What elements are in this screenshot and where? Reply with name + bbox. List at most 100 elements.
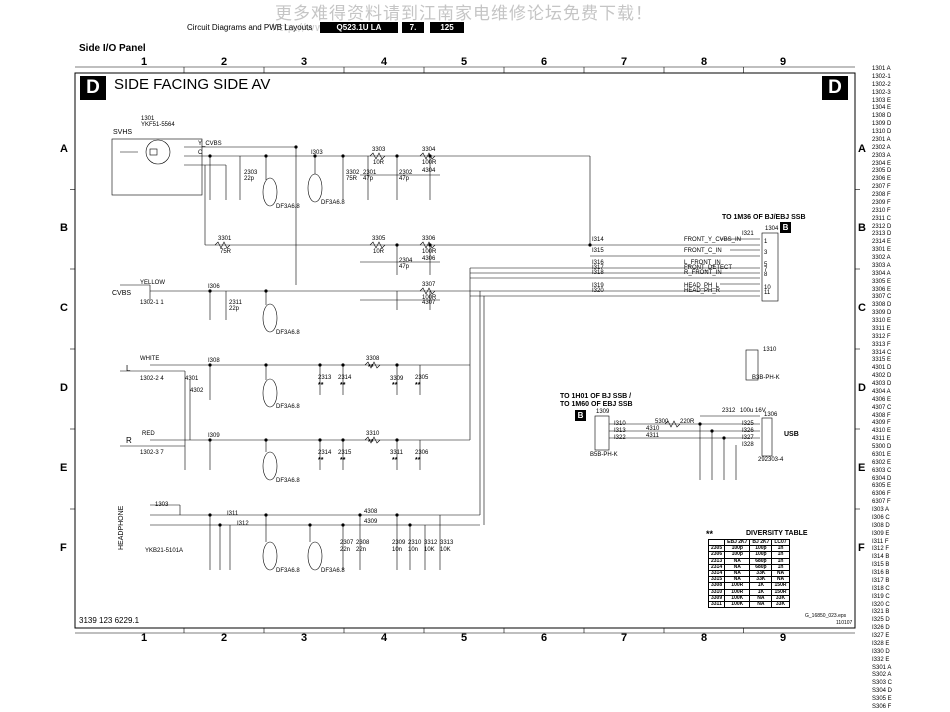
junction-dot [588, 243, 592, 247]
ssb-connector: 1304 [765, 226, 779, 232]
ref-item: 2302 A [872, 144, 891, 151]
diagram-title: SIDE FACING SIDE AV [114, 76, 271, 93]
ref-item: 2303 A [872, 152, 891, 159]
page-badge: 125 [430, 22, 464, 33]
c2302-label: 2302 [399, 170, 413, 176]
row-E-left: E [60, 462, 68, 474]
r3302-label: 3302 [346, 170, 360, 176]
r3305-value: 10R [373, 249, 385, 255]
headphone-part: YKB21-5101A [145, 548, 184, 554]
row-F-left: F [60, 542, 67, 554]
diode-label-7: DF3A6.8 [321, 568, 345, 574]
node-i325: I325 [742, 421, 754, 427]
table-cell: 100K [724, 601, 751, 609]
r3310-label: 3310 [366, 431, 380, 437]
c2310-label: 2310 [408, 540, 422, 546]
junction-dot [395, 363, 399, 367]
ref-item: 3314 C [872, 349, 892, 356]
c2312-value: 100u 16V [740, 408, 766, 414]
signal-id: I319 [592, 283, 604, 289]
c2312-label: 2312 [722, 408, 736, 414]
stars-4: ** [392, 382, 398, 389]
signal-id: I315 [592, 248, 604, 254]
conn-1310-ref: 1310 [763, 347, 777, 353]
diagram-letter-right: D [822, 76, 848, 100]
ref-item: 4311 E [872, 436, 891, 443]
headphone-label: HEADPHONE [118, 505, 125, 550]
watermark-text: 更多难得资料请到江南家电维修论坛免费下载！ [275, 4, 653, 24]
ref-item: I315 B [872, 562, 890, 569]
junction-dot [208, 513, 212, 517]
ref-item: I308 D [872, 522, 890, 529]
column-2-top: 2 [220, 56, 228, 68]
r3306-value: 100R [422, 249, 437, 255]
r3306-label: 3306 [422, 236, 436, 242]
ref-item: 4310 E [872, 428, 892, 435]
usb-connector: 1306 [764, 412, 778, 418]
ref-item: 2304 E [872, 160, 892, 167]
svhs-ref: 1301 [141, 116, 155, 122]
c2313-label: 2313 [318, 375, 332, 381]
column-5-top: 5 [460, 56, 468, 68]
ref-item: S301 A [872, 664, 892, 671]
stars-2: ** [340, 382, 346, 389]
signal-pin: 11 [764, 290, 771, 296]
signal-id: I316 [592, 260, 604, 266]
cvbs-color: YELLOW [140, 280, 166, 286]
node-i306: I306 [208, 284, 220, 290]
junction-dot [208, 438, 212, 442]
ref-item: 1302-1 [872, 73, 891, 80]
junction-dot [341, 363, 345, 367]
column-7-bot: 7 [620, 632, 628, 644]
r3307-label: 3307 [422, 282, 436, 288]
cvbs-part: 1302-1 1 [140, 300, 164, 306]
ref-item: 3310 E [872, 318, 892, 324]
r4304-label: 4304 [422, 168, 436, 174]
ref-item: 1303 E [872, 97, 892, 104]
junction-dot [313, 154, 317, 158]
usb-label: USB [784, 431, 799, 438]
ref-item: 2301 A [872, 136, 891, 143]
ref-item: 2308 F [872, 192, 891, 198]
ref-item: I314 B [872, 554, 890, 561]
ref-item: I303 A [872, 507, 890, 513]
stars-9: ** [392, 457, 398, 464]
junction-dot [264, 363, 268, 367]
signal-pin: 10 [764, 285, 771, 291]
diode-label-1: DF3A6.8 [276, 204, 300, 210]
r4308-label: 4308 [364, 509, 378, 515]
r3312-value: 10K [424, 547, 435, 553]
ref-item: I309 E [872, 530, 890, 537]
stars-7: ** [340, 457, 346, 464]
r3301-value: 75R [220, 249, 232, 255]
r4306-label: 4306 [422, 256, 436, 262]
ref-item: 2307 F [872, 184, 891, 191]
r3309-label: 3309 [390, 376, 404, 382]
column-7-top: 7 [620, 56, 628, 68]
r3313-value: 10K [440, 547, 451, 553]
to-ssb2-line1: TO 1H01 OF BJ SSB / [560, 393, 632, 400]
ref-item: 6302 E [872, 459, 892, 466]
signal-name: L_FRONT_IN [684, 260, 721, 266]
column-5-bot: 5 [460, 632, 468, 644]
row-D-right: D [858, 382, 866, 394]
stars-10: ** [415, 457, 421, 464]
ref-item: 3308 D [872, 302, 892, 309]
audio-r-part: 1302-3 7 [140, 450, 164, 456]
diode-label-2: DF3A6.8 [321, 200, 345, 206]
r3305-label: 3305 [372, 236, 386, 242]
ref-item: 4306 E [872, 396, 892, 403]
ref-item: 6305 E [872, 483, 892, 490]
r4307-label: 4307 [422, 300, 436, 306]
ref-item: I318 C [872, 585, 890, 592]
r3303-value: 10R [373, 160, 385, 166]
ref-item: 4309 F [872, 420, 891, 427]
audio-r-color: RED [142, 431, 155, 437]
ref-item: 6301 E [872, 451, 892, 458]
panel-title: Side I/O Panel [79, 43, 146, 54]
ref-item: 5300 D [872, 444, 892, 450]
junction-dot [264, 438, 268, 442]
svhs-part: YKF51-5564 [141, 122, 175, 128]
